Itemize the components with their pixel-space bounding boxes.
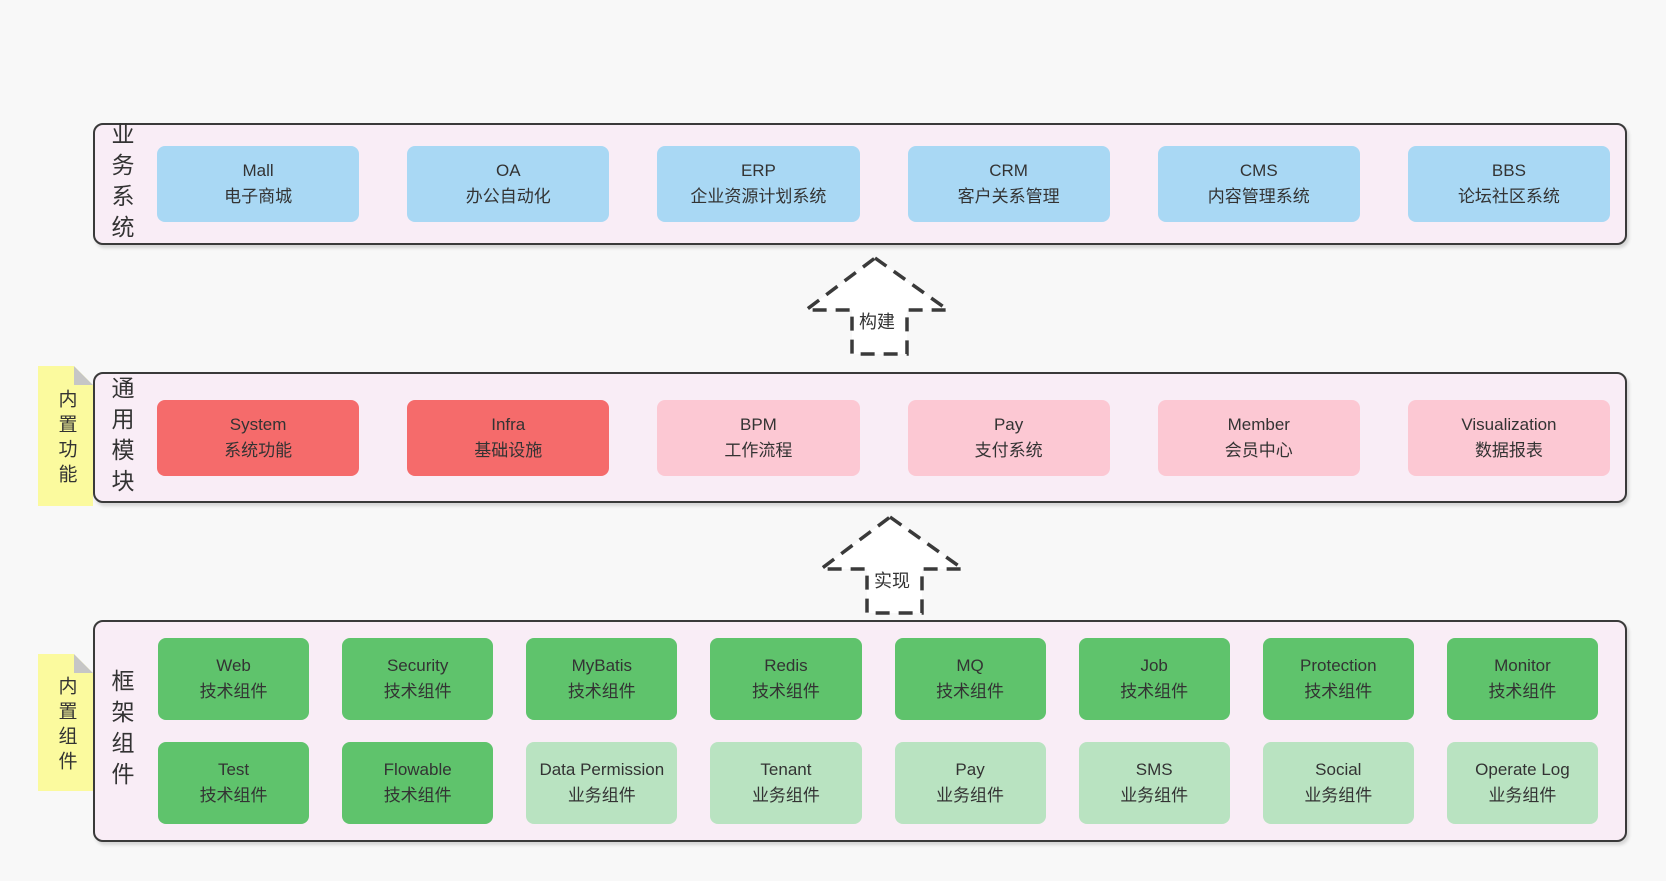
implement-arrow-label: 实现 xyxy=(874,571,910,591)
box-social: Social 业务组件 xyxy=(1262,742,1414,824)
sticky-folded-corner-icon xyxy=(74,366,93,385)
framework-components-panel: 框架组件 Web 技术组件 Security 技术组件 MyBatis 技术组件… xyxy=(93,620,1627,842)
business-systems-panel: 业务系统 Mall 电子商城 OA 办公自动化 ERP 企业资源计划系统 CRM… xyxy=(93,122,1627,246)
box-oa: OA 办公自动化 xyxy=(407,146,610,222)
framework-components-panel-label: 框架组件 xyxy=(108,669,134,793)
business-systems-box-row: Mall 电子商城 OA 办公自动化 ERP 企业资源计划系统 CRM 客户关系… xyxy=(157,146,1611,222)
framework-components-rows: Web 技术组件 Security 技术组件 MyBatis 技术组件 Redi… xyxy=(158,638,1598,824)
built-in-functions-label: 内置功能 xyxy=(55,389,77,489)
box-sms: SMS 业务组件 xyxy=(1078,742,1230,824)
built-in-functions-sticky-note: 内置功能 xyxy=(38,366,93,506)
box-bpm: BPM 工作流程 xyxy=(657,399,860,476)
built-in-components-label: 内置组件 xyxy=(55,675,77,776)
sticky-folded-corner-icon xyxy=(74,654,93,673)
box-tenant: Tenant 业务组件 xyxy=(710,742,862,824)
box-mybatis: MyBatis 技术组件 xyxy=(526,638,678,720)
box-job: Job 技术组件 xyxy=(1078,638,1230,720)
box-member: Member 会员中心 xyxy=(1157,399,1360,476)
common-modules-box-row: System 系统功能 Infra 基础设施 BPM 工作流程 Pay 支付系统… xyxy=(157,399,1611,476)
box-erp: ERP 企业资源计划系统 xyxy=(657,146,860,222)
box-web: Web 技术组件 xyxy=(158,638,310,720)
box-pay: Pay 支付系统 xyxy=(907,399,1110,476)
box-flowable: Flowable 技术组件 xyxy=(342,742,494,824)
build-arrow-label: 构建 xyxy=(859,312,895,332)
box-security: Security 技术组件 xyxy=(342,638,494,720)
box-operate-log: Operate Log 业务组件 xyxy=(1446,742,1598,824)
box-crm: CRM 客户关系管理 xyxy=(907,146,1110,222)
implement-arrow-icon: 实现 xyxy=(815,514,969,615)
box-test: Test 技术组件 xyxy=(158,742,310,824)
build-arrow-icon: 构建 xyxy=(800,255,954,356)
business-systems-panel-label: 业务系统 xyxy=(108,122,134,246)
built-in-components-sticky-note: 内置组件 xyxy=(38,654,93,791)
box-redis: Redis 技术组件 xyxy=(710,638,862,720)
box-protection: Protection 技术组件 xyxy=(1262,638,1414,720)
box-infra: Infra 基础设施 xyxy=(407,399,610,476)
common-modules-panel-label: 通用模块 xyxy=(108,375,134,500)
box-cms: CMS 内容管理系统 xyxy=(1157,146,1360,222)
box-pay-biz: Pay 业务组件 xyxy=(894,742,1046,824)
box-bbs: BBS 论坛社区系统 xyxy=(1407,146,1611,222)
framework-components-row-1: Web 技术组件 Security 技术组件 MyBatis 技术组件 Redi… xyxy=(158,638,1598,720)
box-monitor: Monitor 技术组件 xyxy=(1446,638,1598,720)
box-mall: Mall 电子商城 xyxy=(157,146,360,222)
framework-components-row-2: Test 技术组件 Flowable 技术组件 Data Permission … xyxy=(158,742,1598,824)
box-visualization: Visualization 数据报表 xyxy=(1407,399,1611,476)
common-modules-panel: 通用模块 System 系统功能 Infra 基础设施 BPM 工作流程 Pay… xyxy=(93,372,1627,503)
box-system: System 系统功能 xyxy=(157,399,360,476)
box-mq: MQ 技术组件 xyxy=(894,638,1046,720)
box-data-permission: Data Permission 业务组件 xyxy=(526,742,678,824)
